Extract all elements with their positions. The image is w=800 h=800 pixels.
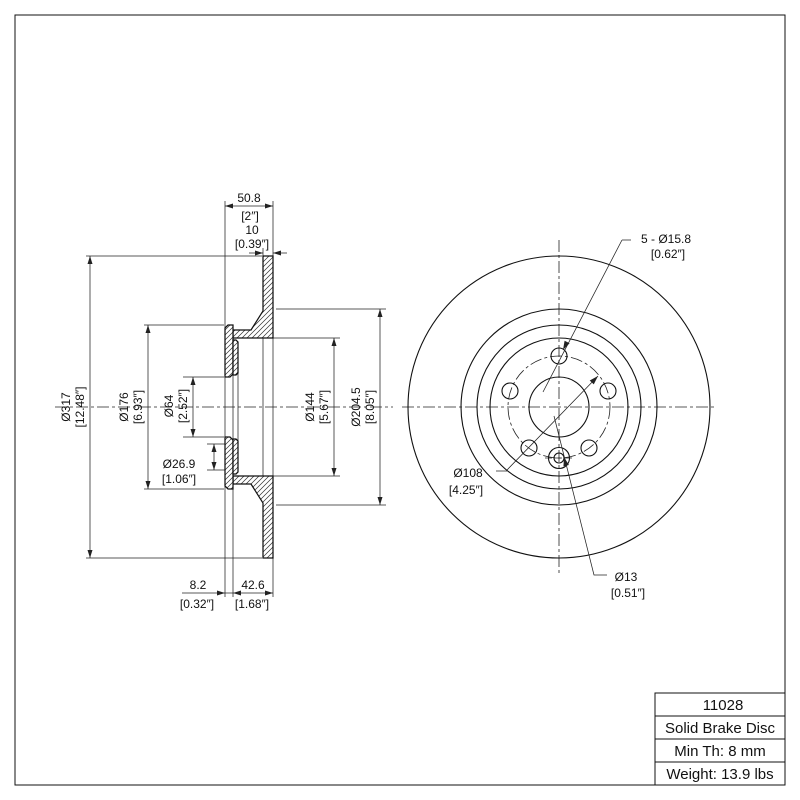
friction-inner-circle xyxy=(460,308,658,506)
dim-center-bore-in: [2.52″] xyxy=(176,389,190,423)
bolt-hole xyxy=(580,439,598,457)
section-view: Ø317 [12.48″] Ø176 [6.93″] Ø64 [2.52″] Ø… xyxy=(55,191,393,611)
hat-outer-circle xyxy=(476,324,642,490)
disc-and-hat-upper xyxy=(232,255,274,339)
min-thickness: Min Th: 8 mm xyxy=(674,743,765,760)
label-locating-hole-mm: Ø13 xyxy=(615,570,638,584)
label-bolt-circle-in: [4.25″] xyxy=(449,483,483,497)
part-number: 11028 xyxy=(703,697,744,714)
dim-hat-depth-mm: 42.6 xyxy=(241,578,265,592)
dim-pilot-mm: Ø26.9 xyxy=(163,457,196,471)
bolt-hole xyxy=(599,382,617,400)
dim-outer-diameter-mm: Ø317 xyxy=(59,392,73,422)
flange-lower xyxy=(224,436,234,490)
dim-disc-th-in: [0.39″] xyxy=(235,237,269,251)
bolt-holes xyxy=(501,347,617,457)
dim-flange-th-mm: 8.2 xyxy=(190,578,207,592)
dim-pilot-in: [1.06″] xyxy=(162,472,196,486)
pilot-upper xyxy=(232,339,239,376)
dim-width-total-in: [2″] xyxy=(241,209,259,223)
dim-friction-id-mm: Ø204.5 xyxy=(349,387,363,427)
label-bolt-holes-mm: 5 - Ø15.8 xyxy=(641,232,691,246)
dim-center-bore-mm: Ø64 xyxy=(162,394,176,417)
section-dimension-labels: Ø317 [12.48″] Ø176 [6.93″] Ø64 [2.52″] Ø… xyxy=(59,191,377,611)
dim-hat-depth-in: [1.68″] xyxy=(235,597,269,611)
dim-outer-diameter-in: [12.48″] xyxy=(73,387,87,428)
bolt-hole xyxy=(520,439,538,457)
dim-hat-od-mm: Ø176 xyxy=(117,392,131,422)
bolt-hole xyxy=(501,382,519,400)
dim-flange-th-in: [0.32″] xyxy=(180,597,214,611)
label-locating-hole-in: [0.51″] xyxy=(611,586,645,600)
dim-friction-id-in: [8.05″] xyxy=(363,390,377,424)
front-circles xyxy=(407,255,711,559)
title-block: 11028 Solid Brake Disc Min Th: 8 mm Weig… xyxy=(654,692,786,786)
part-description: Solid Brake Disc xyxy=(665,720,776,737)
weight: Weight: 13.9 lbs xyxy=(666,766,773,783)
pilot-lower xyxy=(232,438,239,475)
dim-hat-od-in: [6.93″] xyxy=(131,390,145,424)
label-bolt-holes-in: [0.62″] xyxy=(651,247,685,261)
front-view-labels: 5 - Ø15.8 [0.62″] Ø108 [4.25″] Ø13 [0.51… xyxy=(449,232,691,600)
hat-inner-circle xyxy=(489,337,629,477)
front-view: 5 - Ø15.8 [0.62″] Ø108 [4.25″] Ø13 [0.51… xyxy=(402,232,717,600)
dim-width-total-mm: 50.8 xyxy=(237,191,261,205)
flange-upper xyxy=(224,324,234,378)
dim-hat-id-mm: Ø144 xyxy=(303,392,317,422)
front-leaders xyxy=(496,239,631,576)
bolt-hole xyxy=(550,347,568,365)
dim-disc-th-mm: 10 xyxy=(245,223,259,237)
label-bolt-circle-mm: Ø108 xyxy=(453,466,483,480)
dim-hat-id-in: [5.67″] xyxy=(317,390,331,424)
outer-diameter-circle xyxy=(407,255,711,559)
disc-and-hat-lower xyxy=(232,475,274,559)
locating-hole xyxy=(545,446,573,470)
section-dimensions xyxy=(87,203,383,596)
section-part-geometry xyxy=(224,255,274,559)
page-border xyxy=(14,14,786,786)
